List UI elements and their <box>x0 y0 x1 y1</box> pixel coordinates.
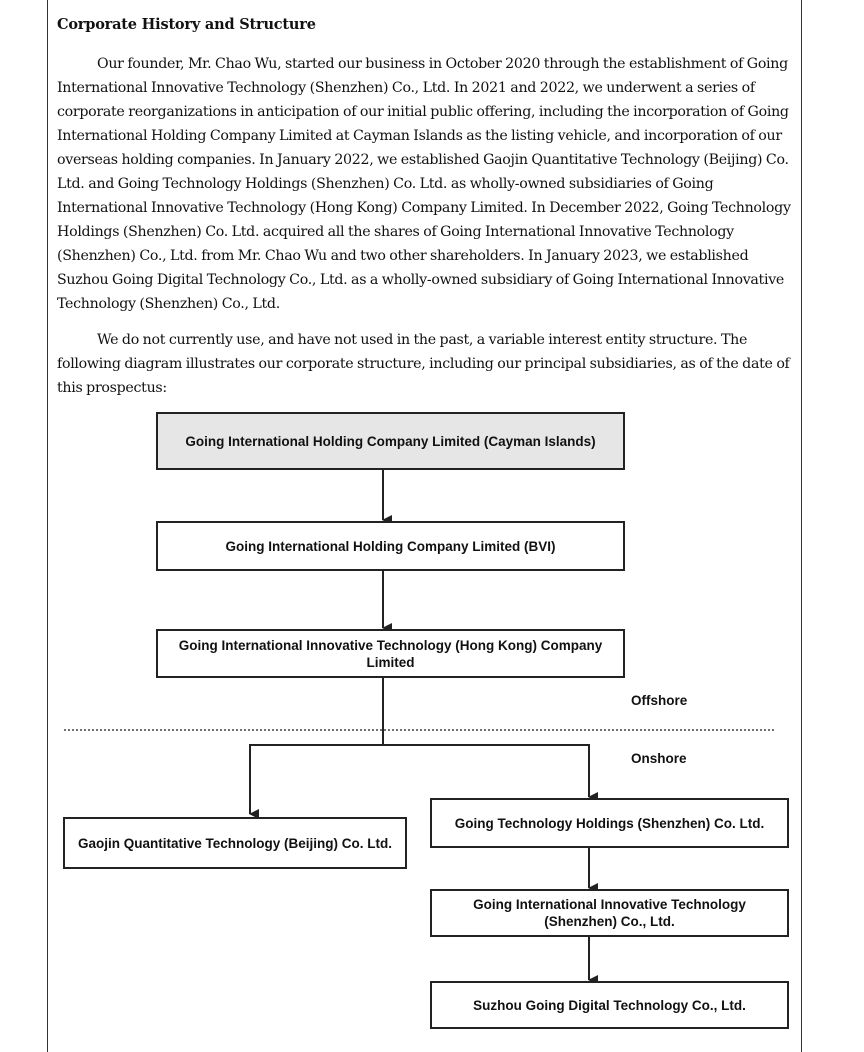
entity-bvi: Going International Holding Company Limi… <box>156 521 625 571</box>
entity-suzhou-going-digital: Suzhou Going Digital Technology Co., Ltd… <box>430 981 789 1029</box>
section-heading: Corporate History and Structure <box>57 16 316 33</box>
structure-intro-paragraph: We do not currently use, and have not us… <box>57 332 790 396</box>
onshore-label: Onshore <box>631 751 687 766</box>
entity-gaojin-beijing: Gaojin Quantitative Technology (Beijing)… <box>63 817 407 869</box>
entity-going-innovative-shenzhen: Going International Innovative Technolog… <box>430 889 789 937</box>
history-paragraph: Our founder, Mr. Chao Wu, started our bu… <box>57 56 791 312</box>
page-border-right <box>801 0 802 1052</box>
entity-going-holdings-shenzhen: Going Technology Holdings (Shenzhen) Co.… <box>430 798 789 848</box>
offshore-label: Offshore <box>631 693 688 708</box>
entity-hong-kong: Going International Innovative Technolog… <box>156 629 625 678</box>
entity-cayman: Going International Holding Company Limi… <box>156 412 625 470</box>
page-border-left <box>47 0 48 1052</box>
